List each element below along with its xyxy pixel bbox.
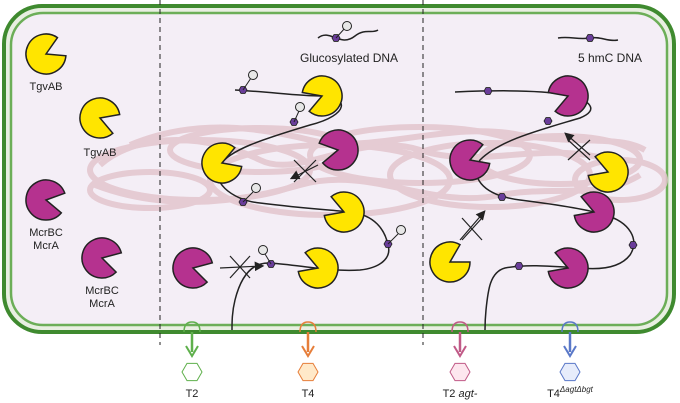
tgvab-enzyme-1: TgvAB [18,27,71,93]
tgvab-label-2: TgvAB [83,147,116,159]
phage-t2-label: T2 [186,388,199,400]
mcrbc-enzyme-1: McrBC McrA [22,176,68,252]
hexagon-node-icon [514,262,524,270]
glucose-circle-icon [258,245,268,255]
phage-capsid-icon [297,362,319,382]
phage-capsid-icon [181,362,203,382]
tgvab-label-1: TgvAB [29,81,62,93]
phage-t2-agt-label: T2 agt- [443,388,478,400]
blocked-cross-icon [293,159,317,183]
phage-capsid-icon [449,362,471,382]
phage-t4-mutant: T4ΔagtΔbgt [547,321,594,400]
legend-5hmc-dna: 5 hmC DNA [557,34,642,65]
phage-capsid-icon [559,362,581,382]
glucosylated-sites [238,70,406,268]
glucose-circle-icon [396,225,406,235]
mcrbc-label-2-line1: McrBC [85,285,119,297]
tgvab-blocked-right [421,132,635,291]
mcrbc-label-1-line2: McrA [33,240,59,252]
blocked-cross-icon [461,217,483,241]
mcrbc-label-1-line1: McrBC [29,227,63,239]
dna-strand-right [454,90,635,331]
hexagon-node-icon [585,34,595,42]
phage-t4-mutant-label: T4ΔagtΔbgt [547,385,594,400]
hexagon-node-icon [543,117,553,125]
phage-t2-agt: T2 agt- [443,321,478,400]
glucose-circle-icon [295,102,305,112]
phage-t2: T2 [181,321,203,400]
phage-t4-label: T4 [302,388,315,400]
hexagon-node-icon [628,241,638,249]
hexagon-node-icon [497,193,507,201]
hexagon-node-icon [483,87,493,95]
5hmc-dna-label: 5 hmC DNA [578,51,642,65]
mcrbc-blocked-middle [167,126,362,293]
mcrbc-label-2-line2: McrA [89,298,115,310]
tgvab-enzyme-2: TgvAB [73,91,124,159]
legend-glucosylated-dna: Glucosylated DNA [300,21,398,65]
phage-t4: T4 [297,321,319,400]
blocked-cross-icon [567,139,591,161]
glucose-circle-icon [248,70,258,80]
glucosylated-dna-label: Glucosylated DNA [300,51,398,65]
glucose-circle-icon [251,183,261,193]
glucose-circle-icon [342,21,352,31]
blocked-cross-icon [229,255,251,279]
mcrbc-enzyme-2: McrBC McrA [76,232,125,310]
